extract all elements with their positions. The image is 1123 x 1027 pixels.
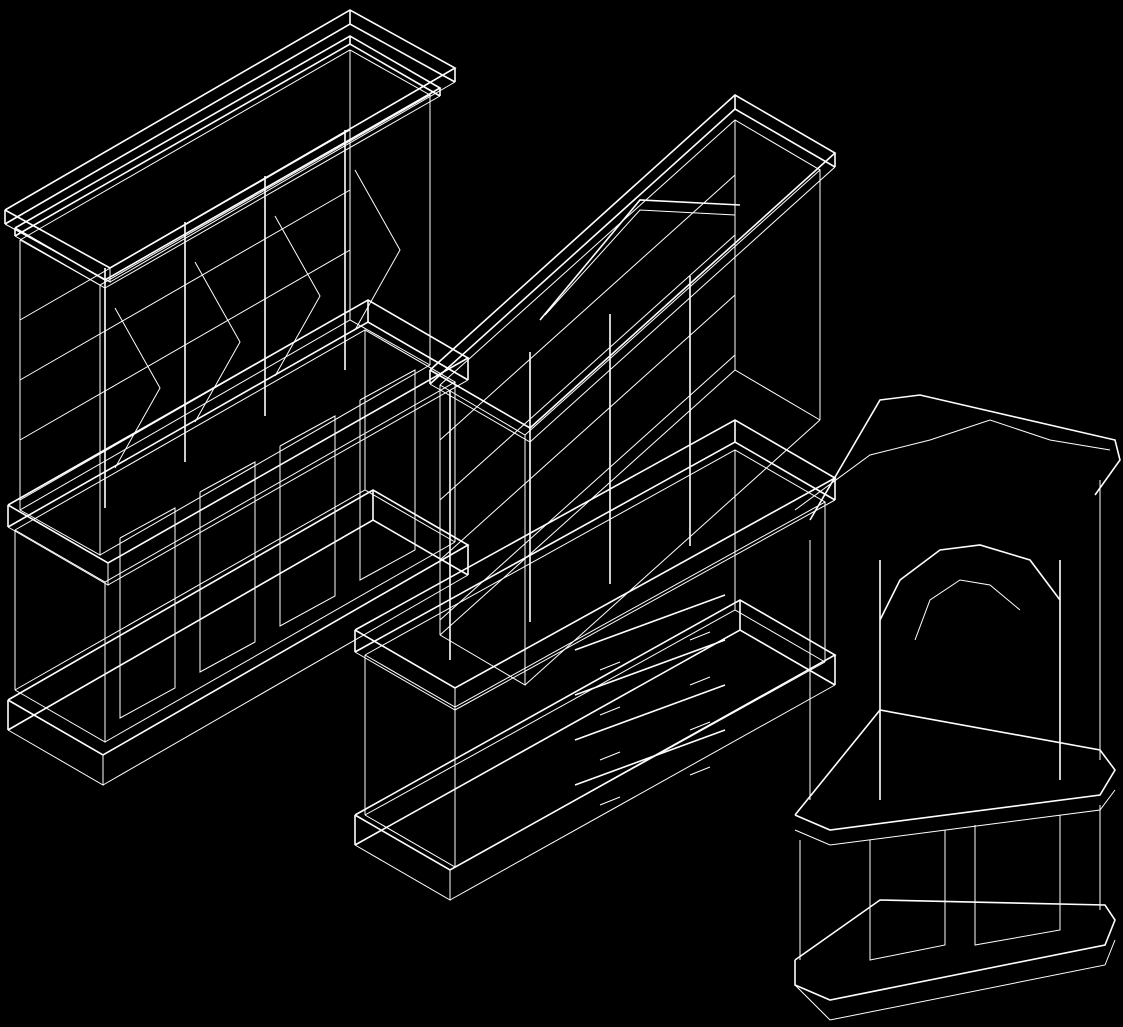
upper-case: [524, 419, 821, 686]
lower-door: [869, 830, 946, 961]
shelf-line: [439, 294, 736, 561]
cornice: [809, 394, 1121, 521]
cornice-lower: [14, 35, 442, 281]
glazing-bar: [354, 169, 401, 331]
waist-molding: [7, 321, 469, 528]
pediment: [539, 199, 741, 321]
glazing-bar: [274, 215, 321, 377]
lower-case: [364, 449, 827, 708]
drawer-handle: [689, 766, 711, 776]
upper-case: [439, 119, 821, 436]
plinth: [7, 729, 104, 786]
lower-door: [974, 815, 1061, 946]
waist-molding: [107, 379, 469, 586]
plinth: [449, 684, 836, 901]
cornice: [429, 108, 836, 385]
bookcase-left-glazed: [4, 9, 470, 786]
drawer: [574, 639, 726, 696]
plinth: [354, 844, 451, 901]
plinth: [7, 489, 470, 756]
drawer: [574, 729, 726, 786]
drawer-handle: [599, 751, 621, 761]
bookcase-center-pediment-with-drawers: [354, 94, 837, 901]
upper-case: [19, 285, 101, 556]
cornice: [529, 166, 836, 443]
arch-inner: [914, 579, 1021, 641]
waist-top: [794, 709, 1116, 831]
door-panel: [359, 369, 416, 581]
cornice-lower: [104, 95, 441, 289]
cornice: [109, 81, 456, 283]
glazing-bar: [114, 307, 161, 469]
cornice: [4, 23, 456, 225]
arch: [879, 544, 1061, 621]
drawer-handle: [599, 796, 621, 806]
plinth-edge: [794, 939, 1116, 1021]
glazing-bar: [194, 261, 241, 423]
waist-molding: [454, 499, 836, 711]
lower-case: [364, 707, 456, 868]
shelf-line: [439, 174, 736, 441]
cornice: [429, 94, 837, 429]
door-panel: [119, 507, 176, 719]
plinth: [354, 599, 837, 871]
waist-molding: [354, 419, 837, 689]
shelf-line: [439, 354, 736, 621]
waist-edge: [794, 789, 1116, 846]
plinth: [102, 574, 469, 786]
cornice: [4, 9, 457, 269]
waist-molding: [354, 651, 456, 711]
plinth: [354, 629, 836, 846]
drawer-handle: [689, 631, 711, 641]
plinth: [7, 519, 469, 731]
upper-case: [19, 49, 432, 286]
lower-case: [364, 609, 826, 816]
door-panel: [199, 461, 256, 673]
lower-case: [104, 541, 456, 743]
plinth: [794, 899, 1116, 1001]
pediment-inner: [544, 209, 736, 316]
drawer-handle: [689, 676, 711, 686]
cornice: [429, 383, 531, 443]
door-panel: [279, 415, 336, 627]
shelf-line: [439, 234, 736, 501]
pediment-scroll: [794, 419, 1111, 511]
drawer-handle: [599, 706, 621, 716]
drawer-handle: [689, 721, 711, 731]
drawer-handle: [599, 661, 621, 671]
drawer: [574, 594, 726, 651]
waist-molding: [7, 526, 109, 586]
drawer: [574, 684, 726, 741]
upper-case: [99, 364, 431, 556]
corner-cabinet-arched: [794, 394, 1121, 1021]
